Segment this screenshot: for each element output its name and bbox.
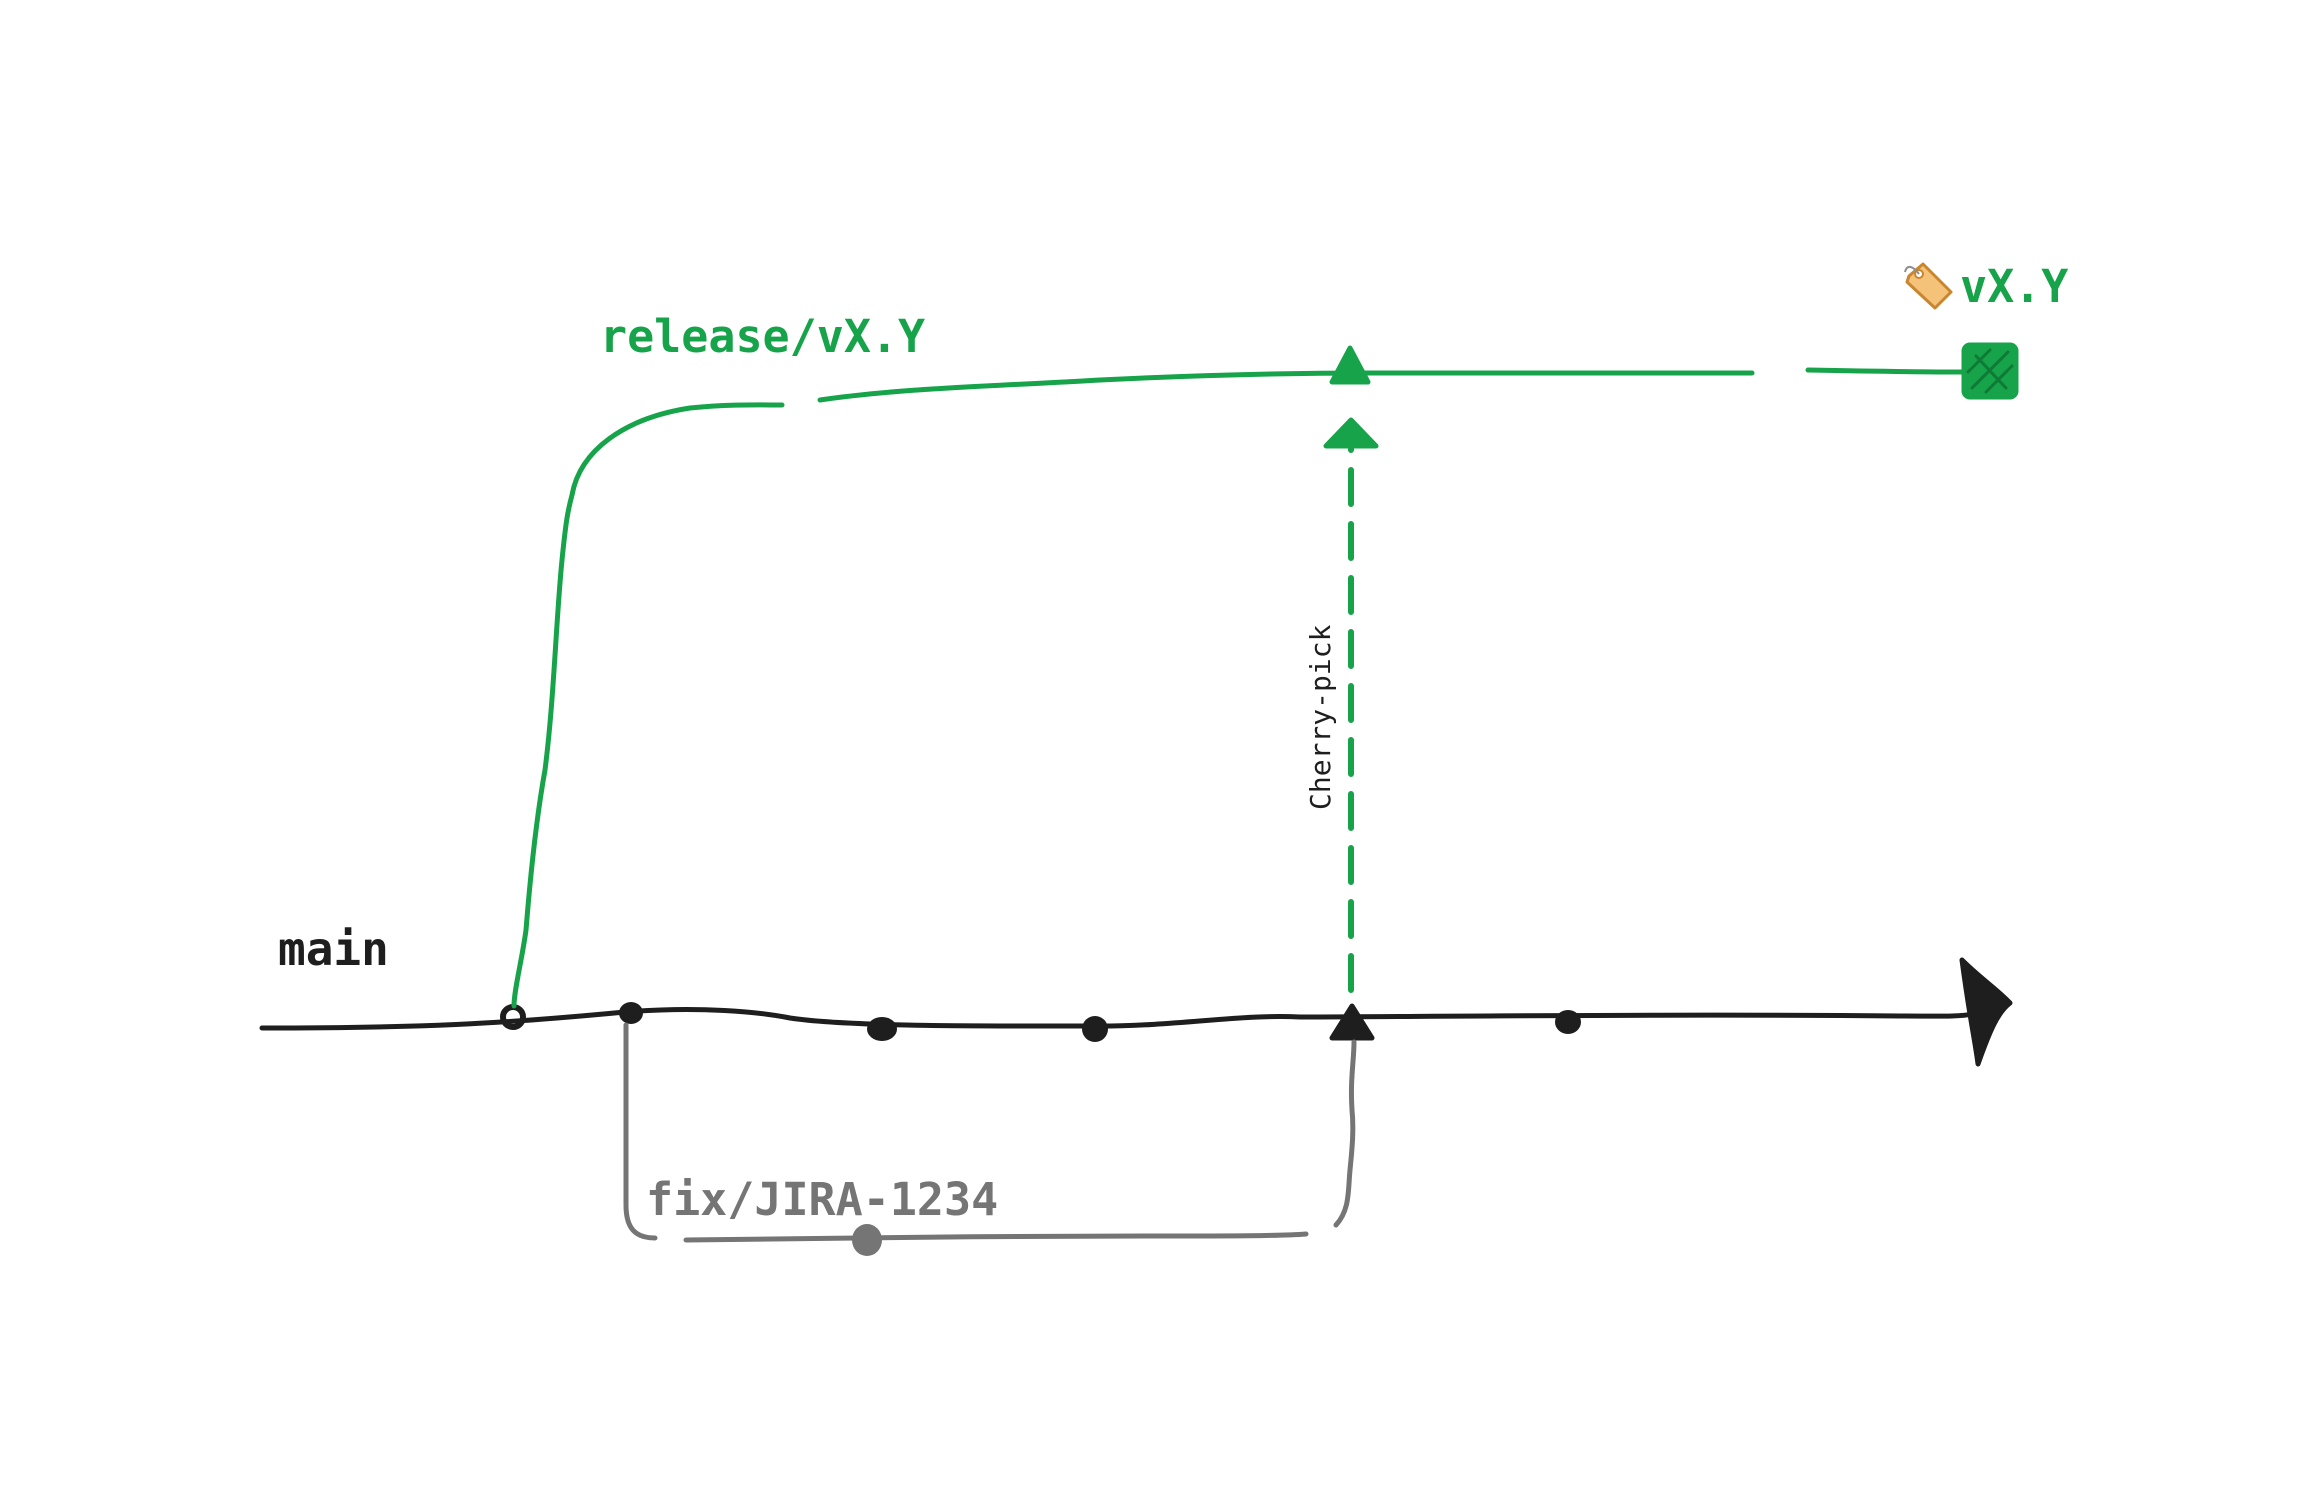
- release-branch-line-end: [1805, 367, 1965, 375]
- main-commit: [1555, 1010, 1581, 1034]
- cherry-pick-connector: [1323, 417, 1379, 993]
- label-tag-icon: [1904, 262, 1953, 310]
- release-branch-line: [817, 370, 1755, 403]
- main-commit: [1082, 1016, 1108, 1042]
- fix-branch-line: [683, 1231, 1309, 1243]
- fix-commit: [852, 1224, 882, 1256]
- main-commit-branch-point: [500, 1004, 526, 1030]
- main-commit-merge-triangle: [1329, 1003, 1375, 1041]
- fix-branch-line-start: [623, 1022, 658, 1241]
- release-branch-label: release/vX.Y: [600, 310, 925, 363]
- release-branch: [511, 342, 2019, 1009]
- cherry-pick-label: Cherry-pick: [1304, 624, 1337, 810]
- main-branch-label: main: [278, 922, 389, 976]
- fix-branch: [623, 1022, 1357, 1256]
- release-branch-curve: [511, 402, 785, 1009]
- cherry-pick-arrowhead: [1323, 417, 1379, 449]
- fix-branch-label: fix/JIRA-1234: [646, 1173, 998, 1226]
- release-tag-label: vX.Y: [1960, 260, 2068, 313]
- main-arrowhead: [1959, 957, 2013, 1067]
- main-commit: [867, 1017, 897, 1041]
- fix-branch-line-merge: [1333, 1039, 1357, 1228]
- main-branch: [259, 957, 2013, 1067]
- release-tag-commit-hatch: [1966, 348, 2014, 394]
- release-commit-triangle: [1329, 345, 1371, 385]
- main-commit: [619, 1002, 643, 1024]
